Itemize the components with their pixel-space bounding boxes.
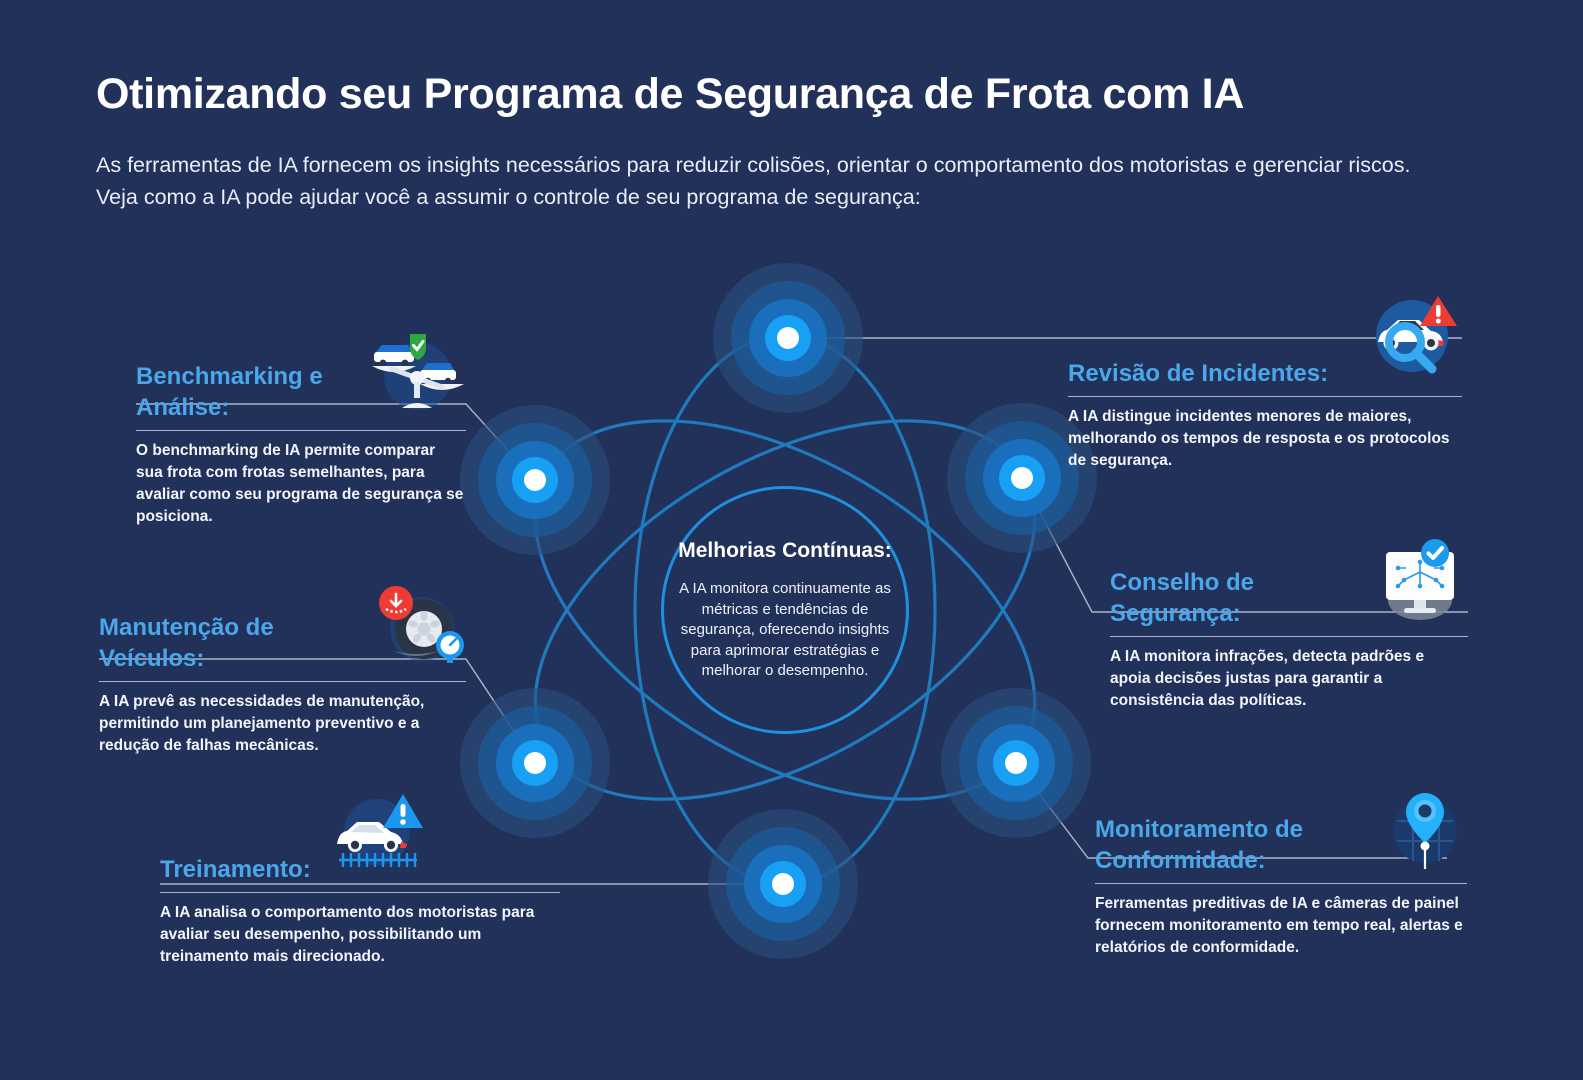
callout-heading: Manutenção de Veículos: — [99, 614, 274, 672]
callout-body: A IA analisa o comportamento dos motoris… — [160, 904, 535, 965]
callout-manutencao: Manutenção de Veículos: — [99, 583, 466, 757]
callout-body: O benchmarking de IA permite comparar su… — [136, 442, 464, 525]
tire-pressure-icon — [374, 583, 466, 674]
center-circle: Melhorias Contínuas: A IA monitora conti… — [661, 486, 909, 734]
callout-body: A IA distingue incidentes menores de mai… — [1068, 408, 1450, 469]
callout-benchmarking: Benchmarking e Análise: — [136, 330, 466, 528]
callout-body: Ferramentas preditivas de IA e câmeras d… — [1095, 895, 1463, 956]
center-body: A IA monitora continuamente as métricas … — [679, 580, 891, 680]
car-warning-icon — [325, 790, 429, 885]
callout-heading: Benchmarking e Análise: — [136, 363, 323, 421]
callout-body: A IA prevê as necessidades de manutenção… — [99, 693, 425, 754]
monitor-ai-check-icon — [1372, 538, 1468, 629]
intro-line-2: Veja como a IA pode ajudar você a assumi… — [96, 185, 921, 209]
center-title: Melhorias Contínuas: — [678, 539, 892, 563]
callout-monitoramento-conformidade: Monitoramento de Conformidade: Ferrament… — [1095, 785, 1467, 959]
divider — [1110, 636, 1468, 637]
divider — [1095, 883, 1467, 884]
callout-heading: Conselho de Segurança: — [1110, 569, 1255, 627]
callout-body: A IA monitora infrações, detecta padrões… — [1110, 648, 1425, 709]
balance-scale-vehicles-icon — [366, 330, 466, 423]
callout-revisao-incidentes: Revisão de Incidentes: — [1068, 292, 1462, 472]
truck-magnifier-icon — [1362, 292, 1462, 389]
divider — [99, 681, 466, 682]
divider — [160, 892, 560, 893]
page-title: Otimizando seu Programa de Segurança de … — [96, 70, 1245, 118]
callout-heading: Revisão de Incidentes: — [1068, 360, 1329, 387]
atom-diagram: Melhorias Contínuas: A IA monitora conti… — [440, 255, 1130, 965]
intro-text: As ferramentas de IA fornecem os insight… — [96, 150, 1416, 212]
intro-line-1: As ferramentas de IA fornecem os insight… — [96, 153, 1411, 177]
divider — [1068, 396, 1462, 397]
callout-conselho-seguranca: Conselho de Segurança: — [1110, 538, 1468, 712]
callout-heading: Treinamento: — [160, 856, 311, 883]
divider — [136, 430, 466, 431]
map-pin-icon — [1383, 785, 1467, 876]
callout-treinamento: Treinamento: — [160, 790, 560, 968]
callout-heading: Monitoramento de Conformidade: — [1095, 816, 1303, 874]
